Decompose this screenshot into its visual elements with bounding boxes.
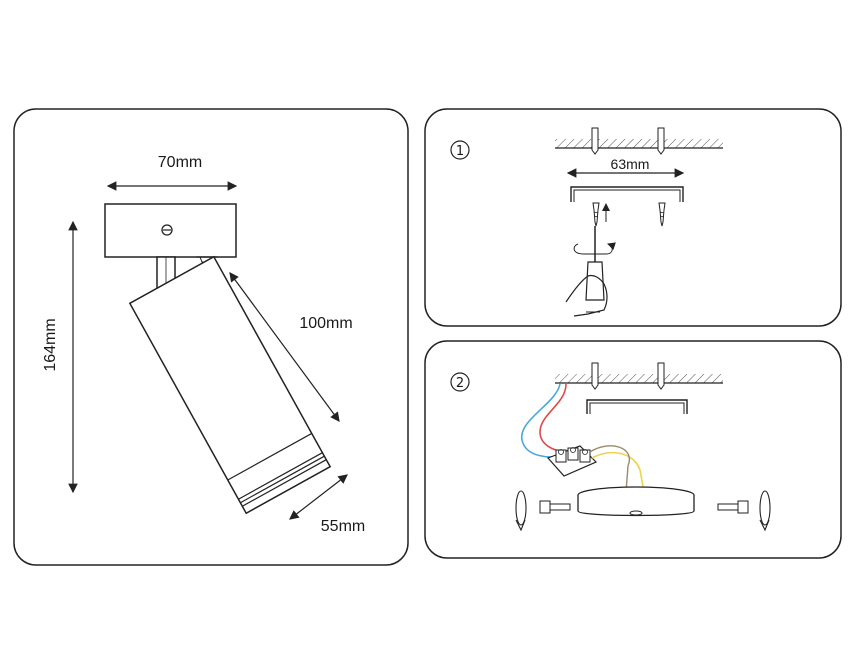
rotate-arrow-icon xyxy=(759,490,771,532)
screw-icon xyxy=(592,202,600,227)
width-dimension: 70mm xyxy=(106,154,238,191)
terminal-block-icon xyxy=(546,445,598,477)
dimensions-panel: 70mm 164mm 100mm xyxy=(13,108,409,566)
bolt-icon xyxy=(539,500,571,514)
wall-plug-icon xyxy=(657,362,665,390)
diameter-label: 55mm xyxy=(321,518,365,535)
mounting-bracket xyxy=(586,399,688,414)
rotate-arrow-icon xyxy=(515,490,527,532)
diameter-dimension: 55mm xyxy=(289,474,365,535)
ceiling xyxy=(555,139,723,148)
step1-badge xyxy=(450,140,470,160)
wire-red xyxy=(539,383,573,455)
lamp-base-disc xyxy=(577,486,695,517)
wire-blue xyxy=(521,383,563,458)
step1-number: 1 xyxy=(456,144,464,159)
hand-icon xyxy=(565,274,608,317)
step2-badge xyxy=(450,372,470,392)
wall-plug-icon xyxy=(591,362,599,390)
step1-panel: 1 63mm xyxy=(424,108,842,327)
length-label: 100mm xyxy=(299,315,352,332)
spacing-label: 63mm xyxy=(611,156,650,172)
step2-panel: 2 xyxy=(424,340,842,559)
wire-brown xyxy=(589,445,631,493)
width-label: 70mm xyxy=(158,154,202,171)
screwdriver-icon xyxy=(585,226,605,301)
height-label: 164mm xyxy=(42,318,59,371)
step2-number: 2 xyxy=(456,376,464,391)
length-dimension: 100mm xyxy=(229,272,353,422)
mounting-bracket xyxy=(570,186,684,202)
ceiling xyxy=(555,374,723,383)
wall-plug-icon xyxy=(657,127,665,155)
screw-icon xyxy=(658,202,666,227)
screw-icon xyxy=(161,224,173,236)
wall-plug-icon xyxy=(591,127,599,155)
lamp-cylinder xyxy=(128,255,332,515)
bolt-icon xyxy=(717,500,749,514)
rotate-arrow-icon xyxy=(573,242,616,255)
mounting-base xyxy=(104,203,237,263)
wire-yellow xyxy=(591,451,645,493)
height-dimension: 164mm xyxy=(42,220,78,494)
